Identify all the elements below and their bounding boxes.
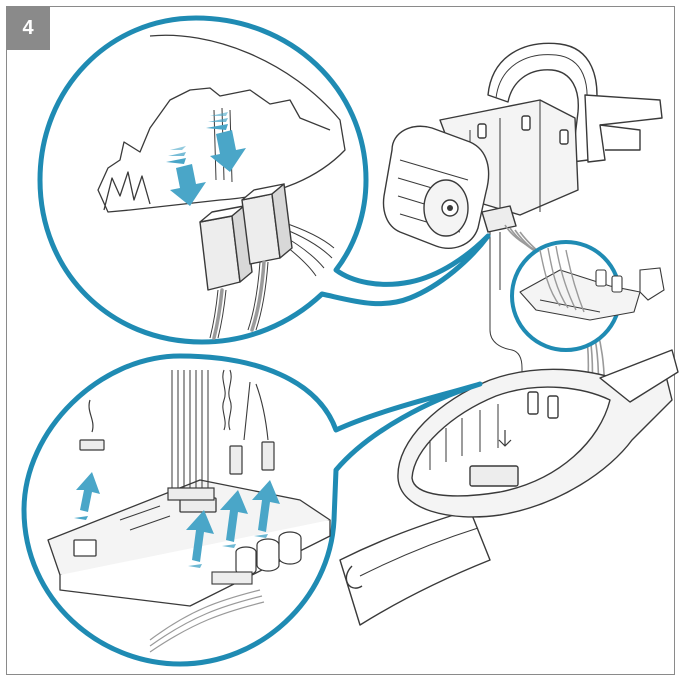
up-arrow-icon xyxy=(74,472,100,520)
step-number-badge: 4 xyxy=(6,6,50,50)
detail-zoom-connectors-top xyxy=(37,15,491,345)
motor-handle-unit xyxy=(382,42,663,249)
connector-plug-left xyxy=(199,205,253,291)
down-arrow-icon xyxy=(206,112,246,172)
down-arrow-icon xyxy=(166,146,206,206)
up-arrow-icon xyxy=(252,480,280,538)
detail-reference-circle xyxy=(510,240,665,352)
detail-zoom-circuit-board xyxy=(21,353,483,667)
up-arrow-icon xyxy=(220,490,248,548)
base-housing xyxy=(339,349,679,626)
guide-lines xyxy=(489,232,523,460)
connector-plug-right xyxy=(241,183,293,265)
up-arrow-icon xyxy=(186,510,214,568)
